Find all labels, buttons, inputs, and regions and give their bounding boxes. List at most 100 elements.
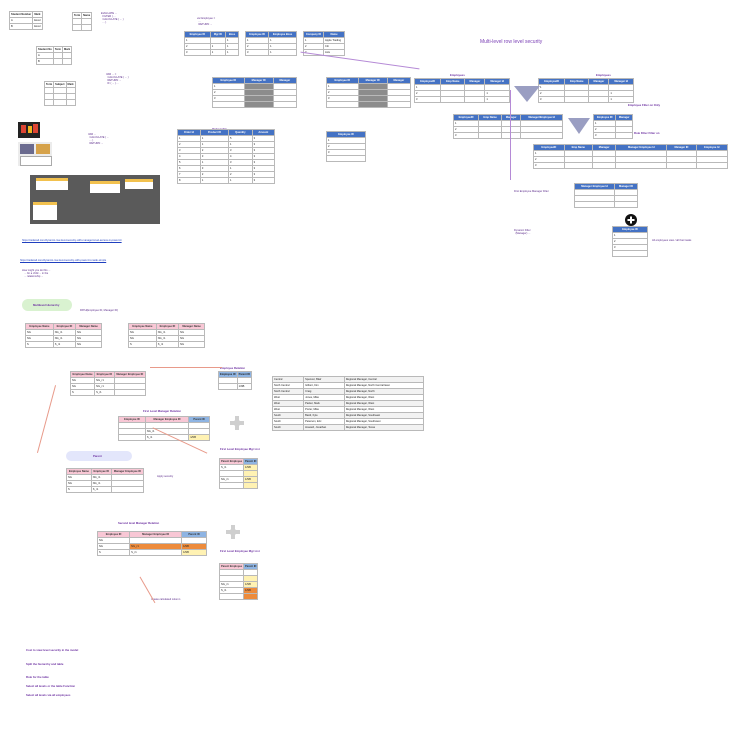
cell [612,250,648,257]
cell [326,101,359,108]
employee-id-table-2: Employee ID 1 2 3 [326,131,366,162]
cell [478,132,503,139]
bottom-note-4: Select all levels or the table Function [26,684,76,688]
model-screenshot [30,175,160,224]
connector-line [510,90,511,180]
cell: S [25,341,54,348]
cell [440,96,466,103]
hierarchy-hint: PATH(Employee ID, Manager ID) [80,309,119,312]
cell: S [69,389,96,396]
cell [110,486,145,493]
cell: S_r1 [155,341,180,348]
cell: 1/NB [181,549,207,556]
funnel-icon [568,118,590,134]
connector-line [36,385,56,453]
radacad-link-1[interactable]: https://radacad.com/dynamic-row-level-se… [22,239,122,242]
cell: Regional Manager, Texas [343,424,425,431]
cell [218,383,238,390]
employee-relation-label: Employee Relation [220,366,246,370]
dax-note-4: VAR ... CALCULATE ( ... ... ) RETURN ... [88,133,109,145]
cell [272,101,298,108]
cell [588,96,610,103]
gear-plus-icon [230,416,244,430]
cell [591,162,617,169]
first-level-relation-label: First Level Manager Relation [143,409,182,413]
filter-rule-note: All employees view / all their tasks [652,239,692,242]
multilevel-hierarchy-label: Multilevel Hierarchy [33,303,60,307]
thumbnail-image-1 [18,122,40,138]
employee-id-table: Employee ID 1 2 3 [612,226,648,257]
cell [501,132,522,139]
connector-line [139,576,156,604]
cell: S_r1 [144,434,190,441]
cell [520,132,563,139]
cell: 1 [484,96,510,103]
cell [386,101,412,108]
cell: 3 [533,162,565,169]
cell: S_r1 [129,549,183,556]
cell: Howard, Jonathan [303,424,345,431]
second-level-label: Second level Manager Relation [118,521,160,525]
cell: S [96,549,131,556]
cell [666,162,697,169]
cell [695,162,729,169]
calc-col-note: Create calculated column [151,598,181,601]
parent-badge [66,451,132,461]
funnel-icon [514,86,540,102]
employee-filter-label: Employee Filter on Only [628,103,661,107]
cell [65,99,76,106]
intro-note: How might you do this ... ... for a chil… [22,269,51,278]
cell [243,482,259,489]
cell: 1 [268,49,297,56]
cell: Excel [32,23,43,30]
thumbnail-image-2 [18,142,52,166]
cell: 3 [413,96,442,103]
cell: South [271,424,305,431]
cell [326,155,366,162]
cell: S [66,486,92,493]
cell: Axis [323,49,345,56]
connector-line [300,51,420,69]
cell: 1 [199,177,230,184]
cell [218,482,245,489]
bottom-note-5: Select all levels via all employees [26,693,71,697]
cell: 1 [225,49,239,56]
cell [357,101,388,108]
multilevel-hierarchy-badge [22,299,72,311]
cell [81,24,93,31]
employees-label-1: Employees [450,73,465,77]
bottom-note-2: Split the hierarchy and table [26,662,64,666]
cell [615,132,633,139]
cell: 3 [452,132,480,139]
employees-label-2: Employees [596,73,611,77]
cell [212,101,245,108]
cell: 3 [592,132,617,139]
plus-icon[interactable] [625,214,637,226]
cell: 3 [251,177,276,184]
radacad-link-2[interactable]: https://radacad.com/dynamic-row-level-se… [20,259,107,262]
apply-security-note: Apply security [157,475,174,478]
cell: 1/NB [188,434,210,441]
cell [464,96,486,103]
cell [53,99,67,106]
bottom-note-1: Cost to view level security in the model [26,648,79,652]
cell: 1 [209,49,227,56]
cell [71,24,83,31]
cell: 3 [184,49,211,56]
cell: 1/NB [236,383,253,390]
